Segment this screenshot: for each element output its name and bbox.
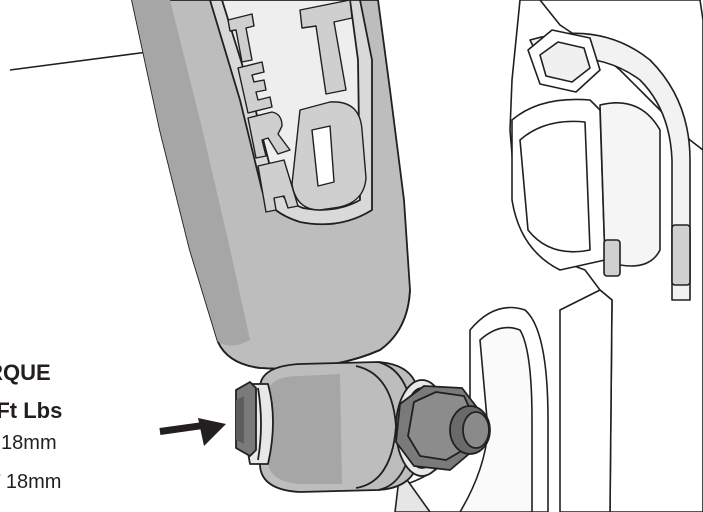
bolt-head-icon: [235, 381, 257, 457]
shock-eyelet: [245, 361, 419, 493]
arrow-right-icon: [159, 418, 226, 446]
torque-value: 4 Ft Lbs: [0, 398, 63, 423]
leader-line: [9, 51, 149, 71]
bolt-spec: LT 18mm: [0, 432, 57, 454]
tera-tush-logo: [227, 0, 367, 213]
caliper-assembly: [509, 0, 703, 512]
torque-heading: ORQUE: [0, 360, 51, 385]
nut-spec: UT 18mm: [0, 471, 62, 493]
hex-nut-icon: [395, 379, 491, 477]
